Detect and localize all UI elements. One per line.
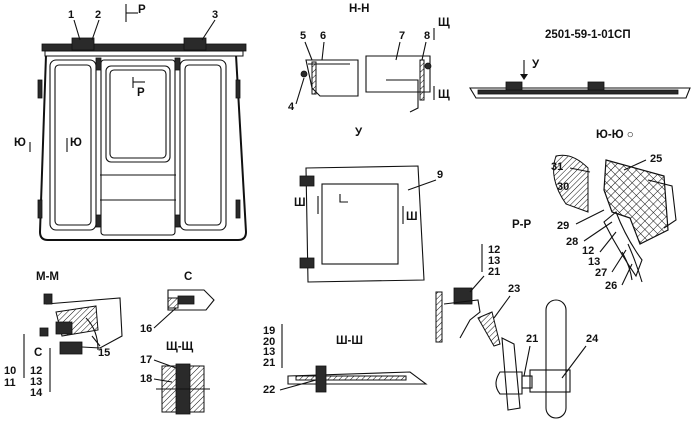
section-mm-title: М-М [36,271,59,283]
callout-17: 17 [140,354,152,366]
callout-12-yu: 12 [582,245,594,257]
callout-12-pp: 12 [488,244,500,256]
callout-18: 18 [140,373,152,385]
section-yuyu-title: Ю-Ю ○ [596,129,634,141]
callout-26: 26 [605,280,617,292]
callout-25: 25 [650,153,662,165]
section-shchshch-title: Щ-Щ [166,341,194,353]
view-u-title: У [355,127,363,139]
callout-21-sh: 21 [263,357,275,369]
section-shchshch [156,363,210,415]
callout-12-mm: 12 [30,365,42,377]
detail-c-title: С [184,271,192,283]
callout-6: 6 [320,30,326,42]
section-pp [435,244,571,419]
callout-29: 29 [557,220,569,232]
callout-22: 22 [263,384,275,396]
callout-16: 16 [140,323,152,335]
callout-23: 23 [508,283,520,295]
section-mm [23,293,123,392]
section-sh-left-label: Ш [294,197,306,209]
callout-31: 31 [551,161,563,173]
callout-30: 30 [557,181,569,193]
callout-19: 19 [263,325,275,337]
callout-24: 24 [586,333,599,345]
callout-13-mm: 13 [30,376,42,388]
section-pp-title: Р-Р [512,219,532,231]
callout-10: 10 [4,365,16,377]
doc-code: 2501-59-1-01СП [545,29,631,41]
callout-2: 2 [95,9,101,21]
section-hh-title: Н-Н [349,3,369,15]
callout-9: 9 [437,169,443,181]
callout-11: 11 [4,377,16,389]
callout-21-pp2: 21 [526,333,538,345]
callout-13-yu: 13 [588,256,600,268]
section-yu-left-label: Ю [14,137,26,149]
section-yu-right-label: Ю [70,137,82,149]
callout-27: 27 [595,267,607,279]
section-shch-bottom-label: Щ [438,89,450,101]
callout-3: 3 [212,9,218,21]
callout-8: 8 [424,30,430,42]
callout-4: 4 [288,101,295,113]
section-mm-c-mark: С [34,347,42,359]
section-p2-label: Р [137,87,145,99]
section-hh [300,28,435,113]
callout-13-pp: 13 [488,255,500,267]
detail-c [167,289,215,311]
section-shch-top-label: Щ [438,17,450,29]
view-u [299,165,425,283]
callout-14: 14 [30,387,43,399]
section-shsh-title: Ш-Ш [336,335,363,347]
callout-15: 15 [98,347,110,359]
side-view [469,60,691,99]
callout-28: 28 [566,236,578,248]
callout-20: 20 [263,336,275,348]
callout-5: 5 [300,30,306,42]
section-yuyu [553,154,677,283]
section-p-label: Р [138,4,146,16]
view-u-arrow-label: У [532,59,540,71]
callout-7: 7 [399,30,405,42]
callout-13-sh: 13 [263,346,275,358]
callout-21-pp: 21 [488,266,500,278]
front-view [29,4,248,241]
callout-1: 1 [68,9,74,21]
section-sh-right-label: Ш [406,211,418,223]
section-shsh [281,324,428,393]
